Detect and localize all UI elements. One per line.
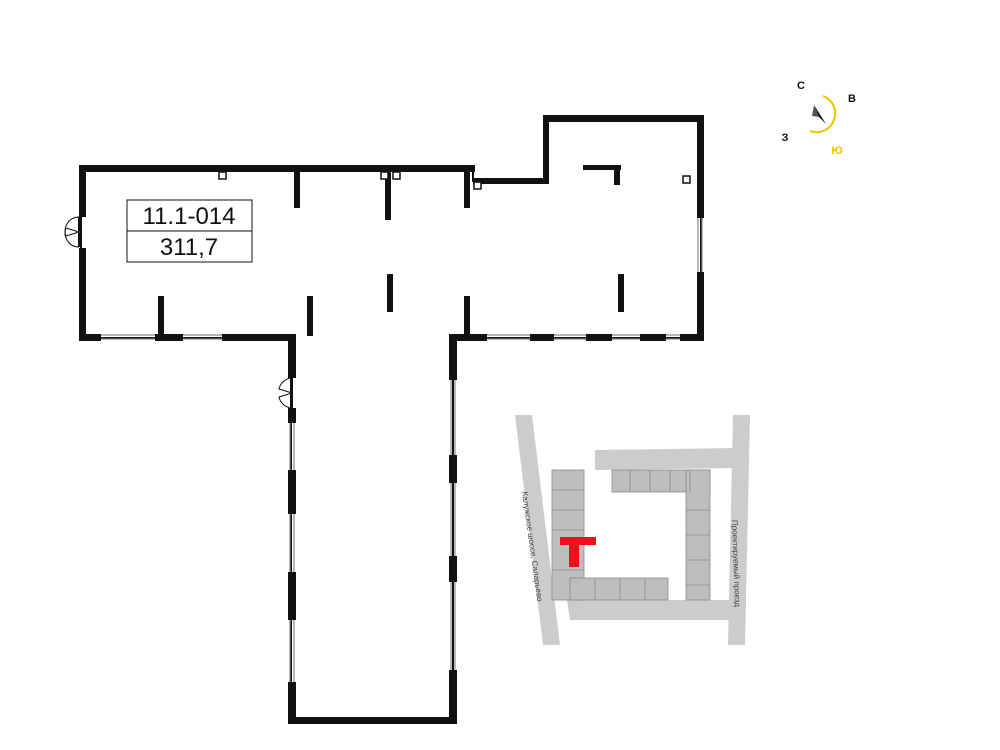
street-name-right: Проектируемый проезд <box>730 520 742 608</box>
partition <box>614 165 620 185</box>
wall-stem-left-b <box>288 408 296 423</box>
wall-right-block-left <box>543 115 549 184</box>
compass-west-label: З <box>782 132 789 144</box>
compass-north-label: С <box>797 80 805 92</box>
wall-bottom-left-b <box>155 334 183 341</box>
wall-step-top <box>473 178 547 184</box>
column <box>385 172 391 220</box>
column <box>294 172 300 208</box>
compass-south-label: Ю <box>831 145 842 157</box>
partition <box>583 165 621 170</box>
wall-stem-right-d <box>449 670 457 724</box>
column <box>464 172 470 208</box>
wall-left-lower <box>79 248 86 341</box>
wall-right-upper <box>697 115 704 218</box>
building-block-details <box>552 470 710 600</box>
unit-label: 11.1-014 311,7 <box>126 199 253 263</box>
interior-columns <box>158 165 624 336</box>
road-bottom <box>567 600 733 620</box>
wall-bottom-right-e <box>680 334 704 341</box>
road-left <box>515 415 560 645</box>
wall-stem-left-e <box>288 682 296 724</box>
wall-stem-right-a <box>449 334 457 380</box>
compass-east-label: В <box>848 93 856 105</box>
wall-bottom-right-a <box>453 334 487 341</box>
entrance-door-left <box>64 216 80 248</box>
wall-right-block-top <box>543 115 704 122</box>
wall-top-left <box>79 165 475 172</box>
compass: С В З Ю <box>782 80 856 157</box>
column <box>618 274 624 312</box>
unit-area: 311,7 <box>160 234 218 261</box>
wall-bottom-left-c <box>222 334 295 341</box>
column <box>307 296 313 336</box>
entrance-door-stem <box>278 377 293 409</box>
road-right <box>728 415 750 645</box>
wall-stem-left-a <box>288 334 296 378</box>
wall-left-upper <box>79 165 86 217</box>
column <box>464 296 470 336</box>
wall-bottom-left-a <box>79 334 101 341</box>
compass-south-arc <box>809 95 837 134</box>
road-top <box>595 448 738 470</box>
wall-stem-bottom <box>288 717 457 724</box>
selected-unit-marker <box>560 537 596 567</box>
wall-stem-left-d <box>288 572 296 620</box>
wall-bottom-right-c <box>586 334 612 341</box>
site-plan-minimap: Калужское шоссе, Саларьево Проектируемый… <box>515 415 750 645</box>
wall-stem-right-c <box>449 556 457 582</box>
exterior-walls <box>79 115 704 724</box>
column-markers <box>218 171 691 190</box>
unit-number: 11.1-014 <box>143 203 236 230</box>
floor-plan: 11.1-014 311,7 <box>64 115 704 724</box>
wall-bottom-right-d <box>640 334 666 341</box>
windows <box>101 218 703 682</box>
column <box>387 274 393 312</box>
column <box>158 296 164 336</box>
wall-right-lower <box>697 272 704 340</box>
building-block-bottom <box>569 577 669 601</box>
wall-stem-right-b <box>449 455 457 483</box>
wall-bottom-right-b <box>530 334 554 341</box>
wall-stem-left-c <box>288 470 296 514</box>
compass-needle-icon <box>814 105 826 124</box>
